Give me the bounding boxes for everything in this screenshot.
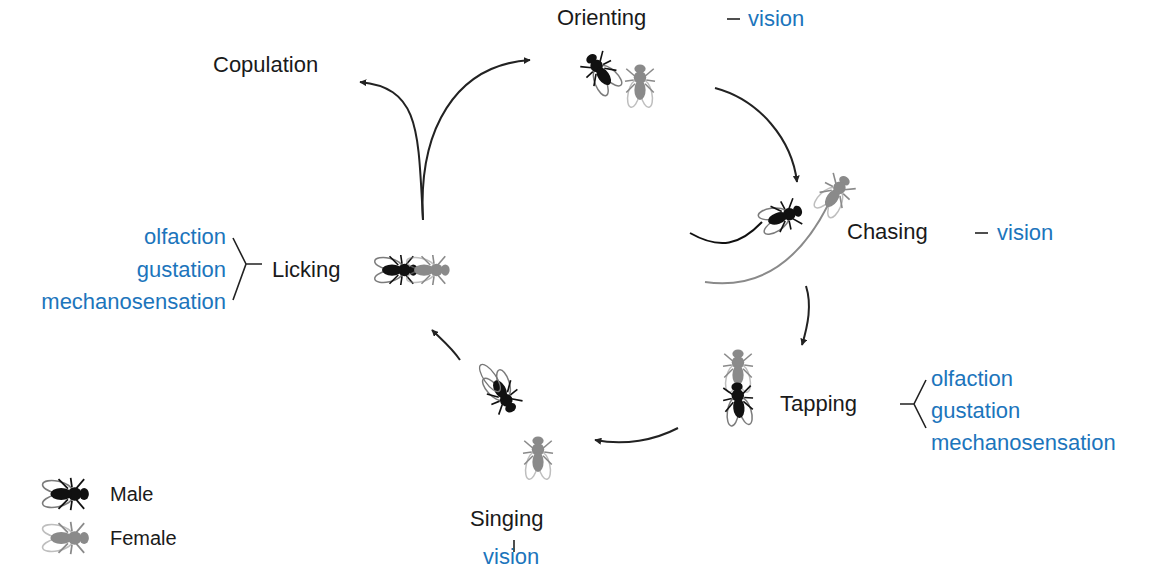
sense-label: vision <box>997 220 1053 246</box>
stage-node: Chasing vision <box>770 182 1070 286</box>
sense-label: vision <box>748 6 804 32</box>
legend-label: Female <box>110 526 177 550</box>
female-fly <box>41 522 89 554</box>
sense-label: vision <box>483 544 539 570</box>
dash <box>727 18 740 20</box>
stage-node: Tapping olfaction gustation mechanosensatio… <box>678 345 1148 458</box>
stage-label: Licking <box>272 257 340 283</box>
cycle-arrow <box>715 88 797 182</box>
sense-label: gustation <box>137 257 226 283</box>
stage-label: Copulation <box>213 52 318 78</box>
cycle-arrow <box>423 60 530 220</box>
female-fly <box>625 64 655 108</box>
bracket <box>233 238 262 300</box>
stage-label: Orienting <box>557 5 646 31</box>
extended-wing <box>476 361 504 394</box>
stage-label: Singing <box>470 506 543 532</box>
chase-trail <box>690 222 762 243</box>
cycle-arrow <box>802 286 809 345</box>
cycle-arrow <box>360 82 423 220</box>
legend-label: Male <box>110 482 153 506</box>
stage-node: Orienting vision <box>530 0 815 88</box>
female-fly <box>809 169 859 222</box>
stage-node: Lickingolfactiongustationmechanosensatio… <box>128 220 458 330</box>
sense-label: olfaction <box>931 366 1013 392</box>
male-fly <box>41 478 89 510</box>
male-fly <box>755 196 807 239</box>
sense-label: mechanosensation <box>931 430 1116 456</box>
stage-node: Copulation <box>205 48 360 92</box>
female-fly <box>523 436 553 480</box>
dash <box>975 232 988 234</box>
male-fly <box>722 381 756 427</box>
sense-label: olfaction <box>144 224 226 250</box>
sense-label: gustation <box>931 398 1020 424</box>
male-fly <box>478 366 526 419</box>
stage-label: Tapping <box>780 391 857 417</box>
male-fly <box>374 255 418 285</box>
stage-node: Singing vision <box>455 360 595 571</box>
bracket <box>900 380 926 428</box>
cycle-arrow <box>432 330 460 360</box>
stage-label: Chasing <box>847 219 928 245</box>
chase-trail <box>705 205 828 283</box>
male-fly <box>577 47 627 100</box>
sense-label: mechanosensation <box>41 289 226 315</box>
cycle-arrow <box>595 428 678 442</box>
female-fly <box>406 255 450 285</box>
